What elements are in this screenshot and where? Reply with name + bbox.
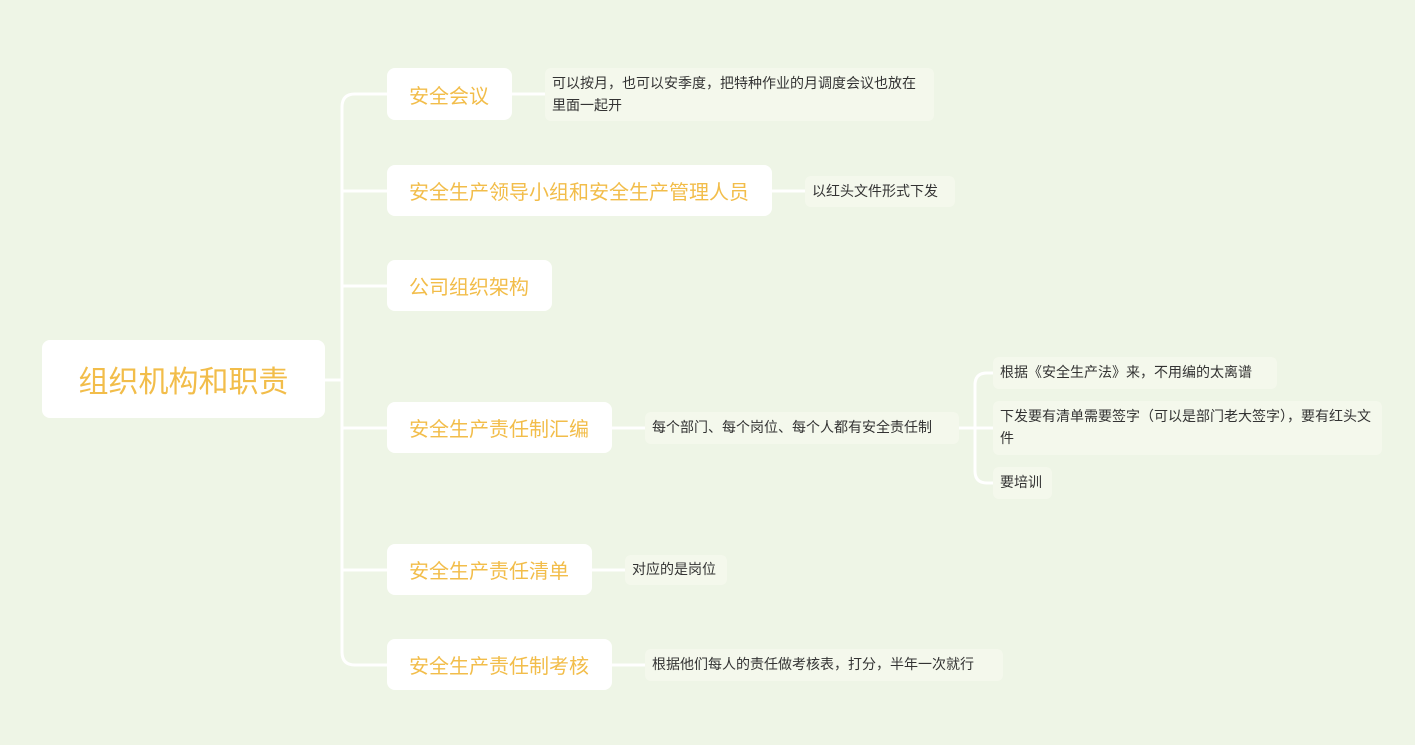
sub-note-signing[interactable]: 下发要有清单需要签字（可以是部门老大签字），要有红头文件 <box>993 401 1382 455</box>
branch-org-structure[interactable]: 公司组织架构 <box>387 260 552 311</box>
branch-responsibility-list[interactable]: 安全生产责任清单 <box>387 544 592 595</box>
branch-responsibility-compilation[interactable]: 安全生产责任制汇编 <box>387 402 612 453</box>
note-leadership-group[interactable]: 以红头文件形式下发 <box>805 176 955 207</box>
root-node[interactable]: 组织机构和职责 <box>42 340 325 418</box>
branch-leadership-group[interactable]: 安全生产领导小组和安全生产管理人员 <box>387 165 772 216</box>
note-responsibility-compilation[interactable]: 每个部门、每个岗位、每个人都有安全责任制 <box>645 412 959 444</box>
note-safety-meeting[interactable]: 可以按月，也可以安季度，把特种作业的月调度会议也放在里面一起开 <box>545 68 934 121</box>
sub-note-law-basis[interactable]: 根据《安全生产法》来，不用编的太离谱 <box>993 357 1277 389</box>
sub-note-training[interactable]: 要培训 <box>993 467 1052 499</box>
branch-responsibility-assessment[interactable]: 安全生产责任制考核 <box>387 639 612 690</box>
note-responsibility-list[interactable]: 对应的是岗位 <box>625 555 727 585</box>
branch-safety-meeting[interactable]: 安全会议 <box>387 68 512 120</box>
note-responsibility-assessment[interactable]: 根据他们每人的责任做考核表，打分，半年一次就行 <box>645 649 1003 681</box>
